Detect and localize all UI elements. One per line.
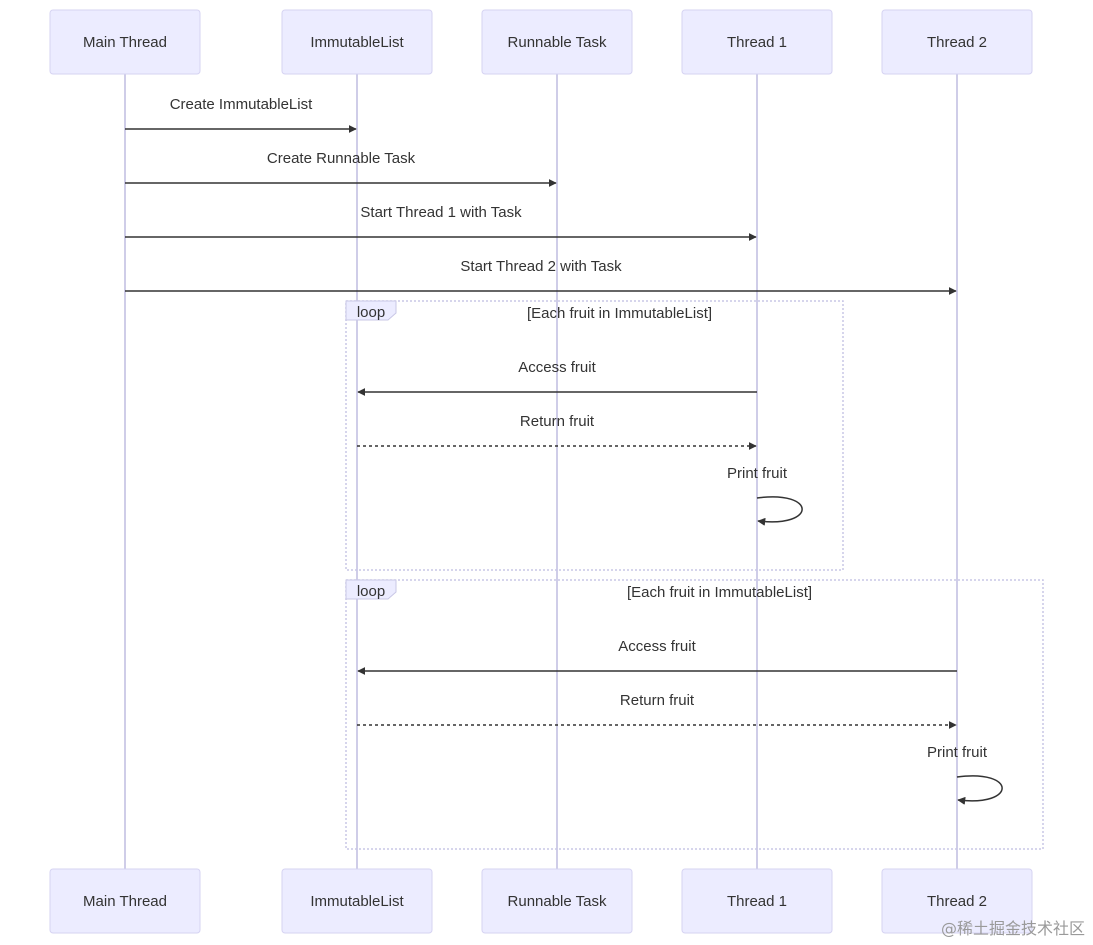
message-return-fruit: Return fruit bbox=[357, 413, 757, 450]
loop-border bbox=[345, 300, 844, 571]
actor-box bbox=[881, 868, 1033, 934]
actor-label: Runnable Task bbox=[508, 893, 607, 910]
message-create-immutablelist: Create ImmutableList bbox=[125, 96, 357, 133]
message-label: Start Thread 2 with Task bbox=[460, 258, 622, 275]
message-label: Return fruit bbox=[620, 692, 695, 709]
self-message-arrow bbox=[756, 496, 803, 526]
actor-thread-1-bottom: Thread 1 bbox=[681, 868, 833, 934]
loop-tag-box bbox=[345, 300, 397, 321]
actor-main-thread-bottom: Main Thread bbox=[49, 868, 201, 934]
loop-tag-box bbox=[345, 579, 397, 600]
actor-immutablelist-top: ImmutableList bbox=[281, 9, 433, 75]
actor-box bbox=[281, 9, 433, 75]
message-label: Print fruit bbox=[727, 465, 788, 482]
loop-tag-label: loop bbox=[357, 583, 385, 600]
message-label: Start Thread 1 with Task bbox=[360, 204, 522, 221]
self-message-arrow bbox=[956, 775, 1003, 805]
actor-label: ImmutableList bbox=[310, 893, 404, 910]
message-start-thread-1-with-task: Start Thread 1 with Task bbox=[125, 204, 757, 241]
loop-condition: [Each fruit in ImmutableList] bbox=[627, 584, 812, 601]
loop-border bbox=[345, 579, 1044, 850]
loop-condition: [Each fruit in ImmutableList] bbox=[527, 305, 712, 322]
actor-thread-1-top: Thread 1 bbox=[681, 9, 833, 75]
actor-label: ImmutableList bbox=[310, 34, 404, 51]
loop-frame-2: loop [Each fruit in ImmutableList] bbox=[345, 579, 1044, 850]
watermark: @稀土掘金技术社区 bbox=[940, 919, 1085, 938]
actor-label: Thread 1 bbox=[727, 34, 787, 51]
message-print-fruit: Print fruit bbox=[927, 744, 1003, 805]
message-label: Create ImmutableList bbox=[170, 96, 313, 113]
actor-label: Thread 1 bbox=[727, 893, 787, 910]
message-start-thread-2-with-task: Start Thread 2 with Task bbox=[125, 258, 957, 295]
actor-thread-2-bottom: Thread 2 bbox=[881, 868, 1033, 934]
actor-box bbox=[481, 9, 633, 75]
message-label: Create Runnable Task bbox=[267, 150, 416, 167]
actor-box bbox=[281, 868, 433, 934]
message-create-runnable-task: Create Runnable Task bbox=[125, 150, 557, 187]
actor-box bbox=[681, 9, 833, 75]
message-label: Return fruit bbox=[520, 413, 595, 430]
message-label: Access fruit bbox=[518, 359, 596, 376]
message-label: Print fruit bbox=[927, 744, 988, 761]
message-print-fruit: Print fruit bbox=[727, 465, 803, 526]
loop-frame-1: loop [Each fruit in ImmutableList] bbox=[345, 300, 844, 571]
loop-tag-label: loop bbox=[357, 304, 385, 321]
actor-runnable-task-bottom: Runnable Task bbox=[481, 868, 633, 934]
actor-box bbox=[49, 868, 201, 934]
message-access-fruit: Access fruit bbox=[357, 359, 757, 396]
actor-label: Main Thread bbox=[83, 34, 167, 51]
actor-label: Thread 2 bbox=[927, 893, 987, 910]
actor-box bbox=[681, 868, 833, 934]
actor-immutablelist-bottom: ImmutableList bbox=[281, 868, 433, 934]
message-access-fruit: Access fruit bbox=[357, 638, 957, 675]
actor-label: Main Thread bbox=[83, 893, 167, 910]
actor-label: Thread 2 bbox=[927, 34, 987, 51]
actor-thread-2-top: Thread 2 bbox=[881, 9, 1033, 75]
actor-runnable-task-top: Runnable Task bbox=[481, 9, 633, 75]
actor-main-thread-top: Main Thread bbox=[49, 9, 201, 75]
message-label: Access fruit bbox=[618, 638, 696, 655]
actor-box bbox=[49, 9, 201, 75]
actor-box bbox=[481, 868, 633, 934]
actor-box bbox=[881, 9, 1033, 75]
actor-label: Runnable Task bbox=[508, 34, 607, 51]
message-return-fruit: Return fruit bbox=[357, 692, 957, 729]
